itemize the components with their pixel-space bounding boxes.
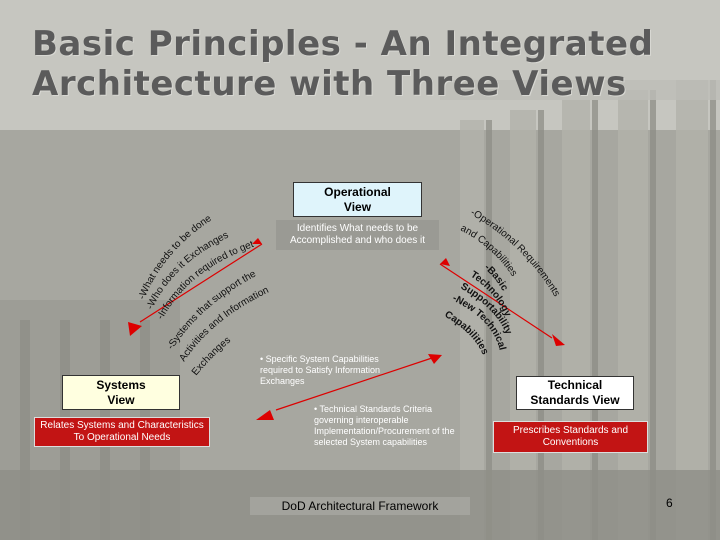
specific-capabilities-text: • Specific System Capabilities required … xyxy=(260,354,381,386)
technical-view-heading: Technical Standards View xyxy=(516,376,634,410)
operational-view-heading: Operational View xyxy=(293,182,422,217)
technical-criteria-text: • Technical Standards Criteria governing… xyxy=(314,404,455,447)
footer-label: DoD Architectural Framework xyxy=(250,497,470,515)
arrow-op-to-tech xyxy=(439,263,553,339)
systems-view-heading: Systems View xyxy=(62,375,180,410)
arrow-op-to-sys xyxy=(139,243,263,323)
arrow-sys-to-tech xyxy=(275,357,433,411)
arrowhead-bottom xyxy=(256,410,274,420)
title-line-2: Architecture with Three Views xyxy=(32,64,627,104)
systems-view-heading-line-1: Systems xyxy=(96,377,146,392)
operational-view-description: Identifies What needs to be Accomplished… xyxy=(276,220,439,250)
page-number: 6 xyxy=(666,496,673,510)
technical-view-description: Prescribes Standards and Conventions xyxy=(493,421,648,453)
arrowhead-sys xyxy=(128,322,142,336)
technical-view-heading-line-2: Standards View xyxy=(530,393,620,407)
arc-left-outer-3: -Information required to get it done xyxy=(0,0,258,321)
arrowhead-tech xyxy=(552,334,565,346)
technical-view-heading-line-1: Technical xyxy=(547,378,603,392)
title-line-1: Basic Principles - An Integrated xyxy=(32,24,654,64)
systems-view-description: Relates Systems and Characteristics To O… xyxy=(34,417,210,447)
systems-view-heading-line-2: View xyxy=(107,392,135,407)
operational-view-heading-line-1: Operational xyxy=(324,184,391,199)
slide-title: Basic Principles - An Integrated Archite… xyxy=(32,24,702,104)
operational-view-heading-line-2: View xyxy=(343,199,372,214)
arc-left-inner-1: -Systems that support the xyxy=(165,268,258,351)
